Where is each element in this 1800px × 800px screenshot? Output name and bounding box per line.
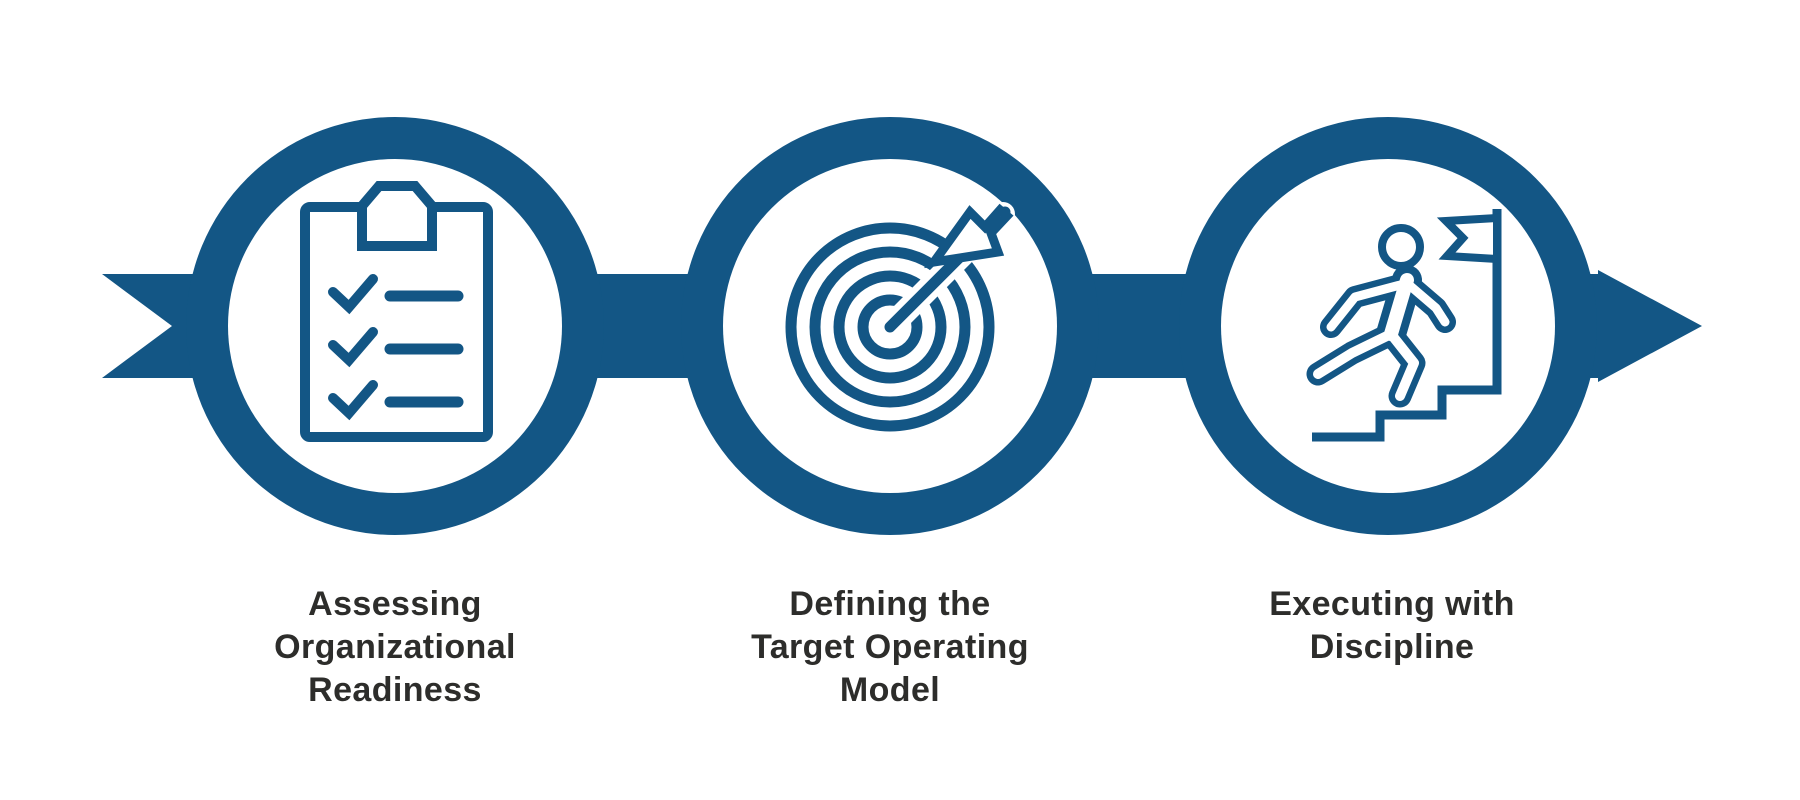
step-2-label-line: Model — [839, 671, 941, 709]
step-3-label: Executing with Discipline — [1152, 583, 1632, 669]
runner-stairs-flag-icon — [1306, 209, 1502, 442]
step-1-label-line: Readiness — [308, 671, 482, 709]
step-1-label-line: Organizational — [274, 628, 516, 666]
step-2-label-line: Defining the — [789, 585, 991, 623]
step-3-label-line: Executing with — [1269, 585, 1515, 623]
dart-fletching — [924, 203, 1014, 269]
step-1-label: Assessing Organizational Readiness — [155, 583, 635, 712]
clipboard-checklist-rows — [328, 274, 464, 421]
step-2-label-line: Target Operating — [751, 628, 1029, 666]
flag — [1436, 213, 1501, 264]
checklist-clipboard-icon — [300, 181, 493, 442]
runner-head — [1378, 224, 1424, 270]
step-2-label: Defining the Target Operating Model — [650, 583, 1130, 712]
step-1-label-line: Assessing — [308, 585, 482, 623]
target-bullseye-dart-icon — [785, 202, 1015, 432]
stairs-and-flagpole — [1312, 209, 1502, 442]
clipboard-clip — [357, 181, 437, 251]
target-rings — [785, 222, 995, 432]
runner-body-hollow — [1313, 273, 1450, 401]
step-3-label-line: Discipline — [1309, 628, 1475, 666]
